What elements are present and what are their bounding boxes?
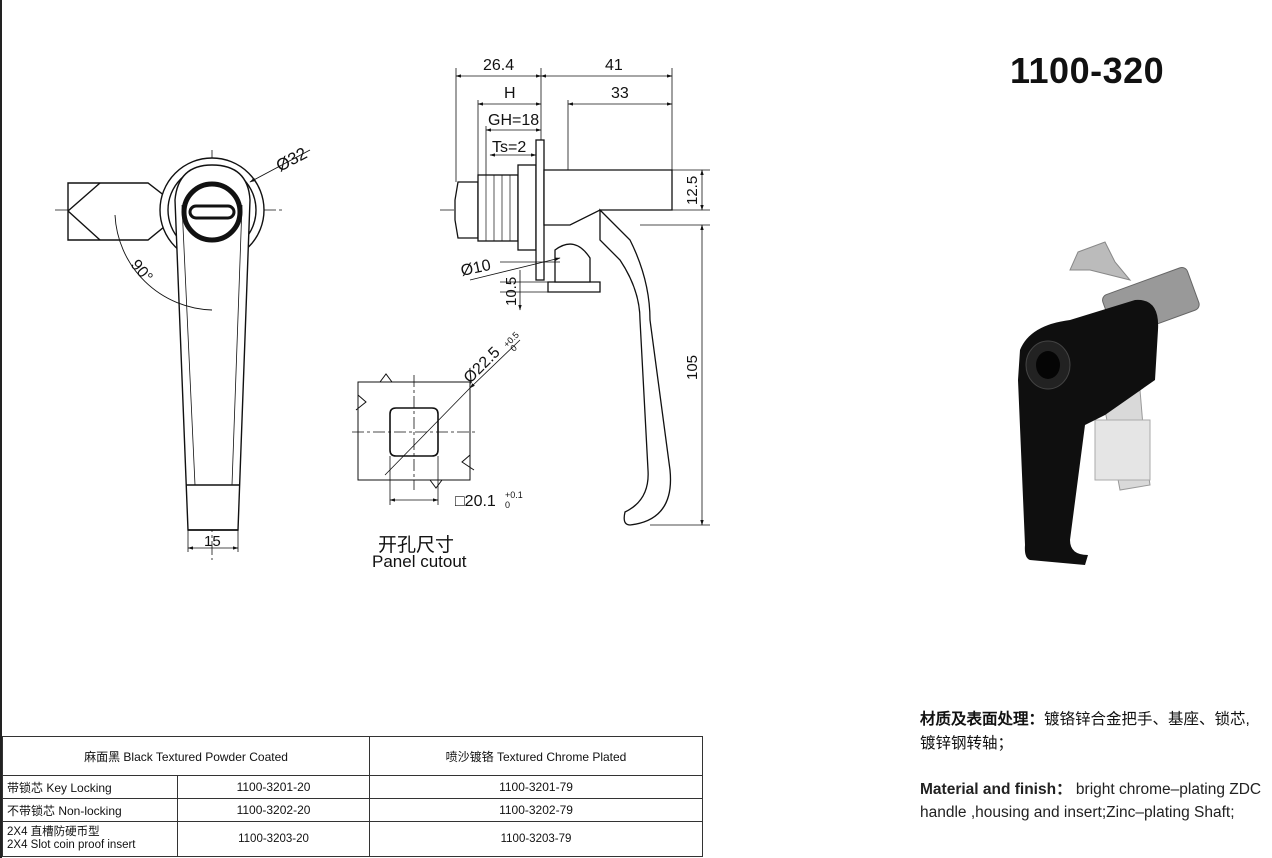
table-row: 不带锁芯 Non-locking 1100-3202-20 1100-3202-… (2, 798, 703, 822)
row-label: 不带锁芯 Non-locking (2, 798, 178, 822)
dim-41: 41 (605, 57, 623, 74)
dim-105: 105 (684, 355, 701, 380)
dim-33: 33 (611, 85, 629, 102)
cutout-square-label: □20.1 (455, 493, 496, 510)
table-header-black: 麻面黑 Black Textured Powder Coated (2, 736, 370, 776)
part-number-black: 1100-3203-20 (177, 821, 370, 857)
part-number-chrome: 1100-3203-79 (369, 821, 703, 857)
material-cn: 材质及表面处理：镀铬锌合金把手、基座、锁芯,镀锌钢转轴； (920, 708, 1265, 756)
material-en: Material and finish： bright chrome–plati… (920, 778, 1270, 824)
material-en-text: bright chrome–plating ZDC handle ,housin… (920, 781, 1262, 821)
page-border (0, 0, 2, 858)
cutout-dia-label: Ø22.5 (461, 344, 504, 387)
dim-10-5: 10.5 (503, 277, 520, 306)
table-row: 带锁芯 Key Locking 1100-3201-20 1100-3201-7… (2, 775, 703, 799)
product-photo (1018, 241, 1200, 565)
table-header-row: 麻面黑 Black Textured Powder Coated 喷沙镀铬 Te… (2, 736, 703, 776)
front-dia-label: Ø32 (273, 144, 310, 176)
front-view (55, 149, 311, 560)
row-label: 带锁芯 Key Locking (2, 775, 178, 799)
cutout-label-cn: 开孔尺寸 (378, 535, 455, 556)
cutout-square-tol-minus: 0 (505, 500, 510, 510)
dim-gh: GH=18 (488, 112, 539, 129)
dim-26-4: 26.4 (483, 57, 514, 74)
row-label-line2: 2X4 Slot coin proof insert (7, 839, 136, 851)
part-number-black: 1100-3201-20 (177, 775, 370, 799)
dim-ts: Ts=2 (492, 139, 526, 156)
cutout-label-en: Panel cutout (372, 552, 467, 571)
material-cn-text: 镀铬锌合金把手、基座、锁芯,镀锌钢转轴； (920, 711, 1250, 752)
product-title: 1100-320 (1010, 50, 1165, 91)
cutout-dia-tol-minus: 0 (508, 343, 519, 354)
part-number-chrome: 1100-3202-79 (369, 798, 703, 822)
material-cn-heading: 材质及表面处理： (920, 711, 1045, 728)
cutout-square-tol-plus: +0.1 (505, 490, 523, 500)
material-en-heading: Material and finish： (920, 781, 1072, 798)
part-number-table: 麻面黑 Black Textured Powder Coated 喷沙镀铬 Te… (2, 736, 703, 857)
row-label: 2X4 直槽防硬币型 2X4 Slot coin proof insert (2, 821, 178, 857)
cutout-view (352, 339, 521, 505)
front-angle-label: 90° (127, 257, 156, 286)
part-number-black: 1100-3202-20 (177, 798, 370, 822)
row-label-line1: 2X4 直槽防硬币型 (7, 826, 100, 838)
dim-h: H (504, 85, 516, 102)
table-header-chrome: 喷沙镀铬 Textured Chrome Plated (369, 736, 703, 776)
table-row: 2X4 直槽防硬币型 2X4 Slot coin proof insert 11… (2, 821, 703, 857)
side-view (440, 68, 710, 526)
front-width-label: 15 (204, 533, 221, 550)
dim-12-5: 12.5 (684, 176, 701, 205)
part-number-chrome: 1100-3201-79 (369, 775, 703, 799)
dim-dia10: Ø10 (459, 257, 492, 280)
